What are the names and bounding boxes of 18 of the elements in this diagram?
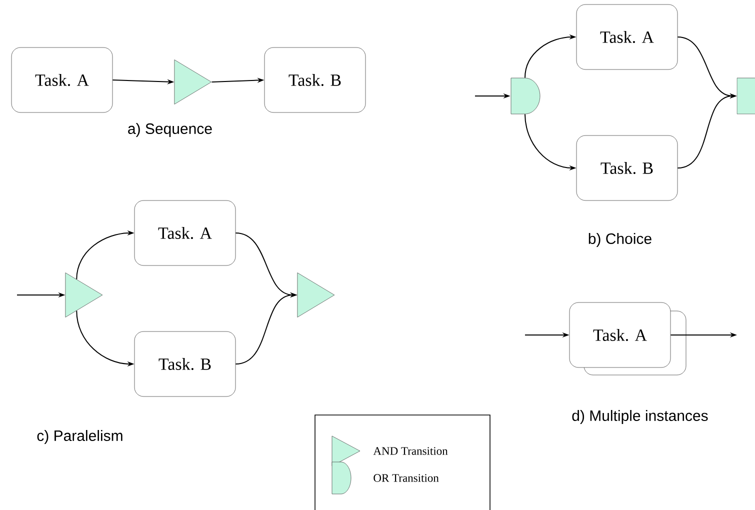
- caption: b) Choice: [588, 233, 652, 247]
- legend-label: AND Transition: [373, 447, 448, 455]
- and-transition: [174, 60, 212, 104]
- legend-label: OR Transition: [374, 474, 439, 482]
- caption: a) Sequence: [128, 123, 212, 137]
- task-box: Task. A: [11, 47, 113, 113]
- task-box: Task. B: [264, 47, 366, 113]
- task-box: Task. B: [134, 331, 236, 397]
- caption: d) Multiple instances: [572, 410, 708, 424]
- or-transition: [736, 78, 755, 114]
- task-box: Task. A: [134, 200, 236, 266]
- or-transition: [510, 78, 540, 114]
- task-box: Task. A: [576, 4, 678, 70]
- task-box: Task. A: [569, 302, 686, 376]
- caption: c) Paralelism: [37, 430, 122, 444]
- and-transition: [65, 272, 103, 318]
- task-box: Task. B: [576, 135, 678, 201]
- and-transition: [297, 272, 335, 318]
